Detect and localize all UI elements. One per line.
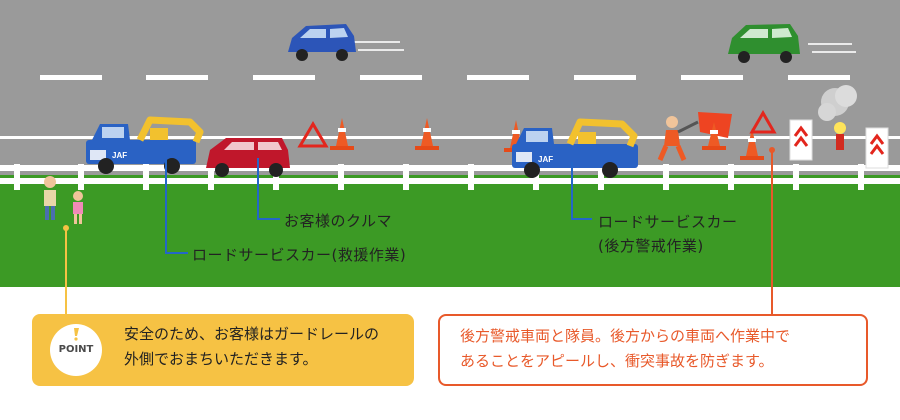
point-callout-line2: 外側でおまちいただきます。 [124, 350, 318, 368]
point-badge-label: POINT [58, 344, 94, 355]
guardrail-post [598, 164, 604, 190]
warning-callout: 後方警戒車両と隊員。後方からの車両へ作業中で あることをアピールし、衝突事故を防… [438, 314, 868, 386]
point-callout: POINT 安全のため、お客様はガードレールの 外側でおまちいただきます。 [32, 314, 414, 386]
guardrail-post [728, 164, 734, 190]
lane-marking [681, 75, 743, 80]
guardrail-post [14, 164, 20, 190]
lane-marking [360, 75, 422, 80]
guardrail-top [0, 165, 900, 171]
chevron-sign [865, 127, 889, 169]
guardrail-post [793, 164, 799, 190]
truck-logo: JAF [112, 151, 127, 160]
passing-blue-car [288, 24, 404, 61]
point-callout-line1: 安全のため、お客様はガードレールの [124, 325, 380, 343]
warning-triangle [749, 110, 777, 134]
label-warning-truck: ロードサービスカー (後方警戒作業) [598, 210, 738, 258]
guardrail-post [338, 164, 344, 190]
truck-logo: JAF [538, 155, 553, 164]
lane-marking [467, 75, 529, 80]
leader-line-customer-car [257, 158, 280, 220]
traffic-cone [702, 122, 726, 150]
warning-triangle [297, 121, 329, 148]
guardrail-post [143, 164, 149, 190]
point-callout-text: 安全のため、お客様はガードレールの 外側でおまちいただきます。 [124, 322, 379, 372]
leader-dot [769, 147, 775, 153]
passing-green-car [728, 24, 856, 63]
guardrail-post [858, 164, 864, 190]
warning-tow-truck [512, 118, 638, 178]
traffic-cone [740, 128, 764, 160]
lane-marking [574, 75, 636, 80]
lane-marking [788, 75, 850, 80]
exclamation-icon [74, 328, 79, 341]
point-badge: POINT [50, 324, 102, 376]
guardrail-post [208, 164, 214, 190]
label-warning-truck-line1: ロードサービスカー [598, 213, 738, 231]
traffic-cone [415, 118, 439, 150]
leader-dot [63, 225, 69, 231]
guardrail-post [78, 164, 84, 190]
road-edge-line [0, 136, 900, 139]
traffic-cone [330, 118, 354, 150]
warning-callout-line2: あることをアピールし、衝突事故を防ぎます。 [460, 352, 774, 370]
guardrail-bottom [0, 178, 900, 184]
flag-worker [657, 112, 732, 161]
grass-shoulder [0, 175, 900, 287]
leader-line-rescue-truck [165, 160, 188, 254]
leader-line-warning-truck [571, 162, 592, 220]
label-rescue-truck: ロードサービスカー(救援作業) [192, 246, 407, 264]
guardrail-post [533, 164, 539, 190]
lane-marking [253, 75, 315, 80]
chevron-sign [789, 119, 813, 161]
lane-marking [40, 75, 102, 80]
guardrail-post [403, 164, 409, 190]
guardrail-post [663, 164, 669, 190]
label-warning-truck-line2: (後方警戒作業) [598, 237, 704, 255]
flare-smoke [818, 85, 857, 150]
warning-callout-line1: 後方警戒車両と隊員。後方からの車両へ作業中で [460, 327, 791, 345]
label-customer-car: お客様のクルマ [284, 212, 393, 230]
lane-marking [146, 75, 208, 80]
customer-family [44, 176, 83, 224]
warning-callout-text: 後方警戒車両と隊員。後方からの車両へ作業中で あることをアピールし、衝突事故を防… [460, 324, 790, 374]
customer-car [206, 138, 290, 177]
rescue-tow-truck [86, 116, 204, 174]
guardrail-post [468, 164, 474, 190]
